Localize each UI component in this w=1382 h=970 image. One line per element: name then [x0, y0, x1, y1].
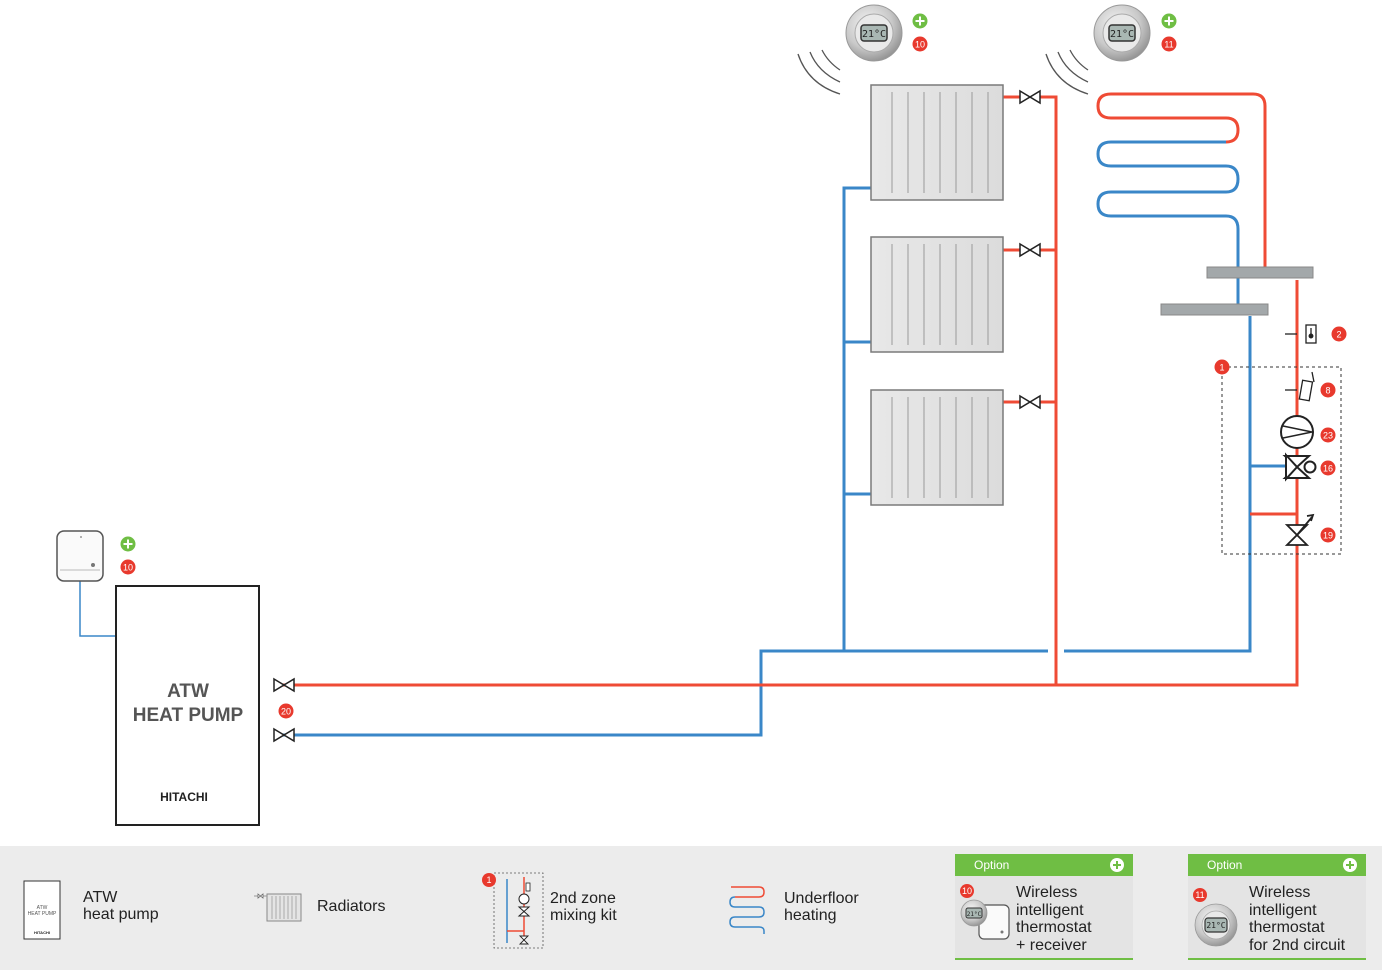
underfloor-coil [1096, 92, 1267, 306]
supply-manifold [1206, 266, 1314, 279]
svg-text:21°C: 21°C [967, 911, 982, 918]
svg-text:ATW: ATW [37, 905, 48, 911]
add-option-icon [1161, 13, 1177, 29]
wireless-thermostat: 21°C [1093, 4, 1151, 62]
svg-text:HEAT PUMP: HEAT PUMP [28, 911, 57, 917]
signal-waves-icon [1045, 49, 1089, 95]
svg-text:21°C: 21°C [1206, 921, 1225, 930]
svg-text:19: 19 [1323, 531, 1333, 541]
three-way-valve [1282, 452, 1317, 482]
svg-text:10: 10 [915, 40, 925, 50]
thermostat-receiver-icon: 21°C [960, 899, 1010, 940]
underfloor-legend-icon [729, 886, 765, 934]
option-text: Wireless intelligent thermostat + receiv… [1016, 884, 1092, 954]
badge: 8 [1320, 382, 1336, 398]
legend-mixing-kit-label: 2nd zone mixing kit [550, 890, 617, 924]
add-option-icon [1343, 858, 1357, 872]
svg-text:1: 1 [1219, 363, 1224, 373]
cold-pipes [79, 186, 1285, 737]
option-card-thermostat-receiver: Option 10 21°C Wireless intelligent ther… [955, 854, 1133, 960]
badge: 11 [1161, 36, 1177, 52]
svg-text:8: 8 [1325, 386, 1330, 396]
thermostat-display: 21°C [862, 29, 886, 40]
legend-underfloor-label: Underfloor heating [784, 890, 859, 924]
bypass-valve [1284, 513, 1315, 546]
radiator-valve [1019, 89, 1041, 410]
thermostat-icon: 21°C [1194, 903, 1238, 947]
svg-text:10: 10 [123, 563, 133, 573]
heat-pump-title-2: HEAT PUMP [133, 705, 244, 726]
heat-pump-valve [273, 677, 295, 743]
badge: 1 [1214, 359, 1230, 375]
option-text: Wireless intelligent thermostat for 2nd … [1249, 884, 1346, 954]
radiator [870, 389, 1004, 506]
legend-bar: ATW HEAT PUMP HITACHI ATW heat pump Radi… [0, 846, 1382, 970]
heat-pump-title-1: ATW [167, 681, 209, 702]
hot-pipes [274, 95, 1299, 687]
svg-text:23: 23 [1323, 431, 1333, 441]
circulation-pump [1280, 415, 1314, 449]
heat-pump-legend-icon: ATW HEAT PUMP HITACHI [23, 880, 61, 940]
heat-pump-unit: ATW HEAT PUMP HITACHI [115, 585, 260, 826]
legend-radiators-label: Radiators [317, 898, 386, 915]
radiator [870, 84, 1004, 201]
option-header: Option [1188, 854, 1366, 876]
radiator-legend-icon [254, 893, 302, 922]
mixing-kit-legend-icon: 1 [482, 872, 544, 949]
option-badge: 11 [1193, 888, 1207, 902]
heating-diagram: ATW HEAT PUMP HITACHI 20 10 21°C [56, 4, 1347, 826]
option-header: Option [955, 854, 1133, 876]
badge: 20 [278, 703, 294, 719]
badge: 2 [1331, 326, 1347, 342]
temperature-sensor [1285, 324, 1317, 344]
option-badge: 10 [960, 884, 974, 898]
badge: 16 [1320, 460, 1336, 476]
heat-pump-brand: HITACHI [160, 790, 208, 804]
mixing-kit-boundary [1221, 366, 1342, 555]
radiator [870, 236, 1004, 353]
add-option-icon [912, 13, 928, 29]
option-card-second-circuit-thermostat: Option 11 21°C Wireless intelligent ther… [1188, 854, 1366, 960]
svg-text:1: 1 [486, 875, 491, 885]
wireless-thermostat: 21°C [845, 4, 903, 62]
return-manifold [1160, 303, 1269, 316]
badge: 23 [1320, 427, 1336, 443]
svg-text:20: 20 [281, 707, 291, 717]
badge: 10 [120, 559, 136, 575]
svg-text:16: 16 [1323, 464, 1333, 474]
svg-text:2: 2 [1336, 330, 1341, 340]
badge: 10 [912, 36, 928, 52]
add-option-icon [120, 536, 136, 552]
badge: 19 [1320, 527, 1336, 543]
svg-text:HITACHI: HITACHI [34, 930, 50, 935]
thermostat-display: 21°C [1110, 29, 1134, 40]
thermostatic-valve [1285, 371, 1315, 402]
signal-waves-icon [797, 49, 841, 95]
svg-text:11: 11 [1164, 40, 1173, 50]
legend-heat-pump-label: ATW heat pump [83, 889, 159, 923]
add-option-icon [1110, 858, 1124, 872]
receiver-unit [56, 530, 104, 582]
